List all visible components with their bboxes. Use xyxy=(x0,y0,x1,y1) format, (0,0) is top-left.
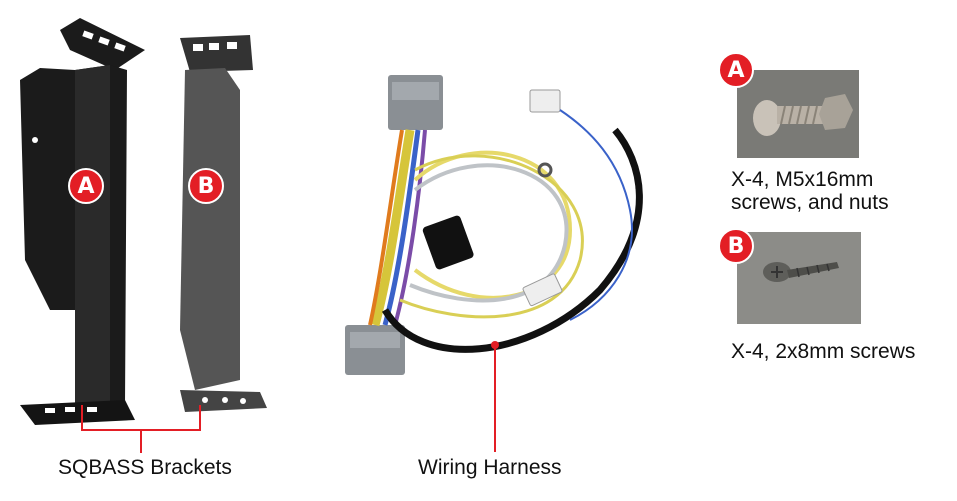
harness-caption: Wiring Harness xyxy=(418,456,562,479)
screws-a-caption-line2: screws, and nuts xyxy=(731,191,889,214)
screws-b-caption: X-4, 2x8mm screws xyxy=(731,340,916,363)
bracket-b-image xyxy=(180,35,267,412)
wiring-harness-image xyxy=(345,75,643,375)
screws-a-caption-line1: X-4, M5x16mm xyxy=(731,168,874,191)
brackets-leader-line xyxy=(81,405,201,453)
badge-b-bracket: B xyxy=(188,168,224,204)
screw-a-image xyxy=(737,70,859,158)
badge-b-screws: B xyxy=(718,228,754,264)
brackets-caption: SQBASS Brackets xyxy=(58,456,232,479)
screw-b-image xyxy=(737,232,861,324)
badge-a-screws: A xyxy=(718,52,754,88)
badge-a-bracket: A xyxy=(68,168,104,204)
harness-leader-line xyxy=(491,341,499,452)
bracket-a-image xyxy=(20,18,145,425)
